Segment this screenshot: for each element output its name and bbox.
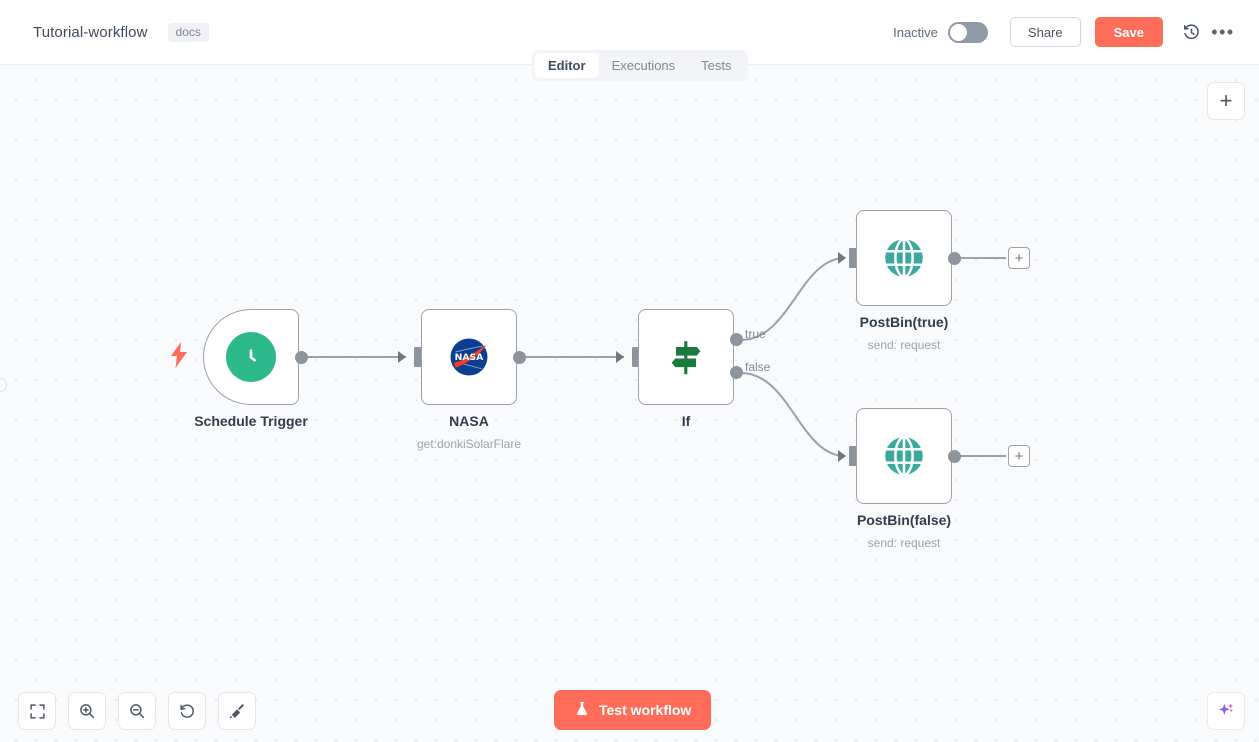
port-in-if[interactable]	[632, 347, 640, 367]
port-out-postbin-false[interactable]	[948, 450, 961, 463]
port-label-false: false	[745, 360, 771, 374]
canvas-add-node-button[interactable]: +	[1207, 82, 1245, 120]
trigger-bolt-icon	[170, 342, 188, 373]
arrow-in-postbin-false	[838, 450, 846, 462]
more-options-icon[interactable]: •••	[1207, 16, 1239, 48]
tidy-up-broom-icon[interactable]	[218, 692, 256, 730]
node-subtitle-postbin-false: send: request	[867, 536, 941, 550]
editor-tabs: Editor Executions Tests	[532, 50, 748, 81]
test-workflow-button[interactable]: Test workflow	[554, 690, 712, 730]
arrow-in-if	[616, 351, 624, 363]
share-button[interactable]: Share	[1009, 17, 1081, 47]
zoom-out-icon[interactable]	[118, 692, 156, 730]
port-in-postbin-false[interactable]	[849, 446, 857, 466]
globe-icon	[885, 435, 923, 477]
node-label-if: If	[681, 413, 691, 429]
port-out-schedule-trigger[interactable]	[295, 351, 308, 364]
node-postbin-true[interactable]	[856, 210, 952, 306]
zoom-to-fit-icon[interactable]	[18, 692, 56, 730]
port-out-postbin-true[interactable]	[948, 252, 961, 265]
test-workflow-label: Test workflow	[599, 702, 692, 718]
clock-icon	[226, 332, 276, 382]
add-node-after-postbin-true[interactable]: +	[1008, 247, 1030, 269]
tab-tests[interactable]: Tests	[701, 58, 732, 73]
nasa-logo-icon: NASA	[450, 338, 488, 376]
node-if[interactable]	[638, 309, 734, 405]
signpost-icon	[671, 341, 701, 375]
globe-icon	[885, 237, 923, 279]
node-schedule-trigger[interactable]	[203, 309, 299, 405]
port-in-nasa[interactable]	[414, 347, 422, 367]
port-out-nasa[interactable]	[513, 351, 526, 364]
node-subtitle-nasa: get:donkiSolarFlare	[416, 437, 522, 451]
toggle-knob	[949, 23, 967, 41]
port-out-if-false[interactable]	[730, 366, 743, 379]
node-postbin-false[interactable]	[856, 408, 952, 504]
port-in-postbin-true[interactable]	[849, 248, 857, 268]
node-subtitle-postbin-true: send: request	[867, 338, 941, 352]
ai-sparkle-icon[interactable]	[1207, 692, 1245, 730]
port-out-if-true[interactable]	[730, 333, 743, 346]
node-label-schedule-trigger: Schedule Trigger	[194, 413, 308, 429]
node-label-postbin-false: PostBin(false)	[856, 512, 952, 528]
svg-text:NASA: NASA	[455, 352, 485, 363]
zoom-in-icon[interactable]	[68, 692, 106, 730]
arrow-in-postbin-true	[838, 252, 846, 264]
flask-icon	[574, 700, 590, 720]
add-node-after-postbin-false[interactable]: +	[1008, 445, 1030, 467]
workflow-activator[interactable]: Inactive	[893, 21, 988, 43]
arrow-in-nasa	[398, 351, 406, 363]
workflow-canvas[interactable]: + Schedule	[0, 65, 1259, 742]
activate-toggle[interactable]	[947, 21, 988, 43]
more-dots: •••	[1211, 22, 1235, 42]
node-label-nasa: NASA	[449, 413, 489, 429]
canvas-zoom-toolbar	[18, 692, 256, 730]
save-button[interactable]: Save	[1094, 17, 1163, 47]
header-actions: Inactive Share Save •••	[893, 16, 1239, 48]
workflow-tag-docs[interactable]: docs	[167, 22, 209, 42]
port-label-true: true	[745, 327, 766, 341]
tab-editor[interactable]: Editor	[535, 53, 599, 78]
tab-executions[interactable]: Executions	[611, 58, 676, 73]
page-title[interactable]: Tutorial-workflow	[33, 23, 148, 41]
activator-label: Inactive	[893, 24, 938, 40]
node-nasa[interactable]: NASA	[421, 309, 517, 405]
connections-layer	[308, 257, 1006, 457]
reset-zoom-icon[interactable]	[168, 692, 206, 730]
node-label-postbin-true: PostBin(true)	[859, 314, 949, 330]
history-icon[interactable]	[1175, 16, 1207, 48]
